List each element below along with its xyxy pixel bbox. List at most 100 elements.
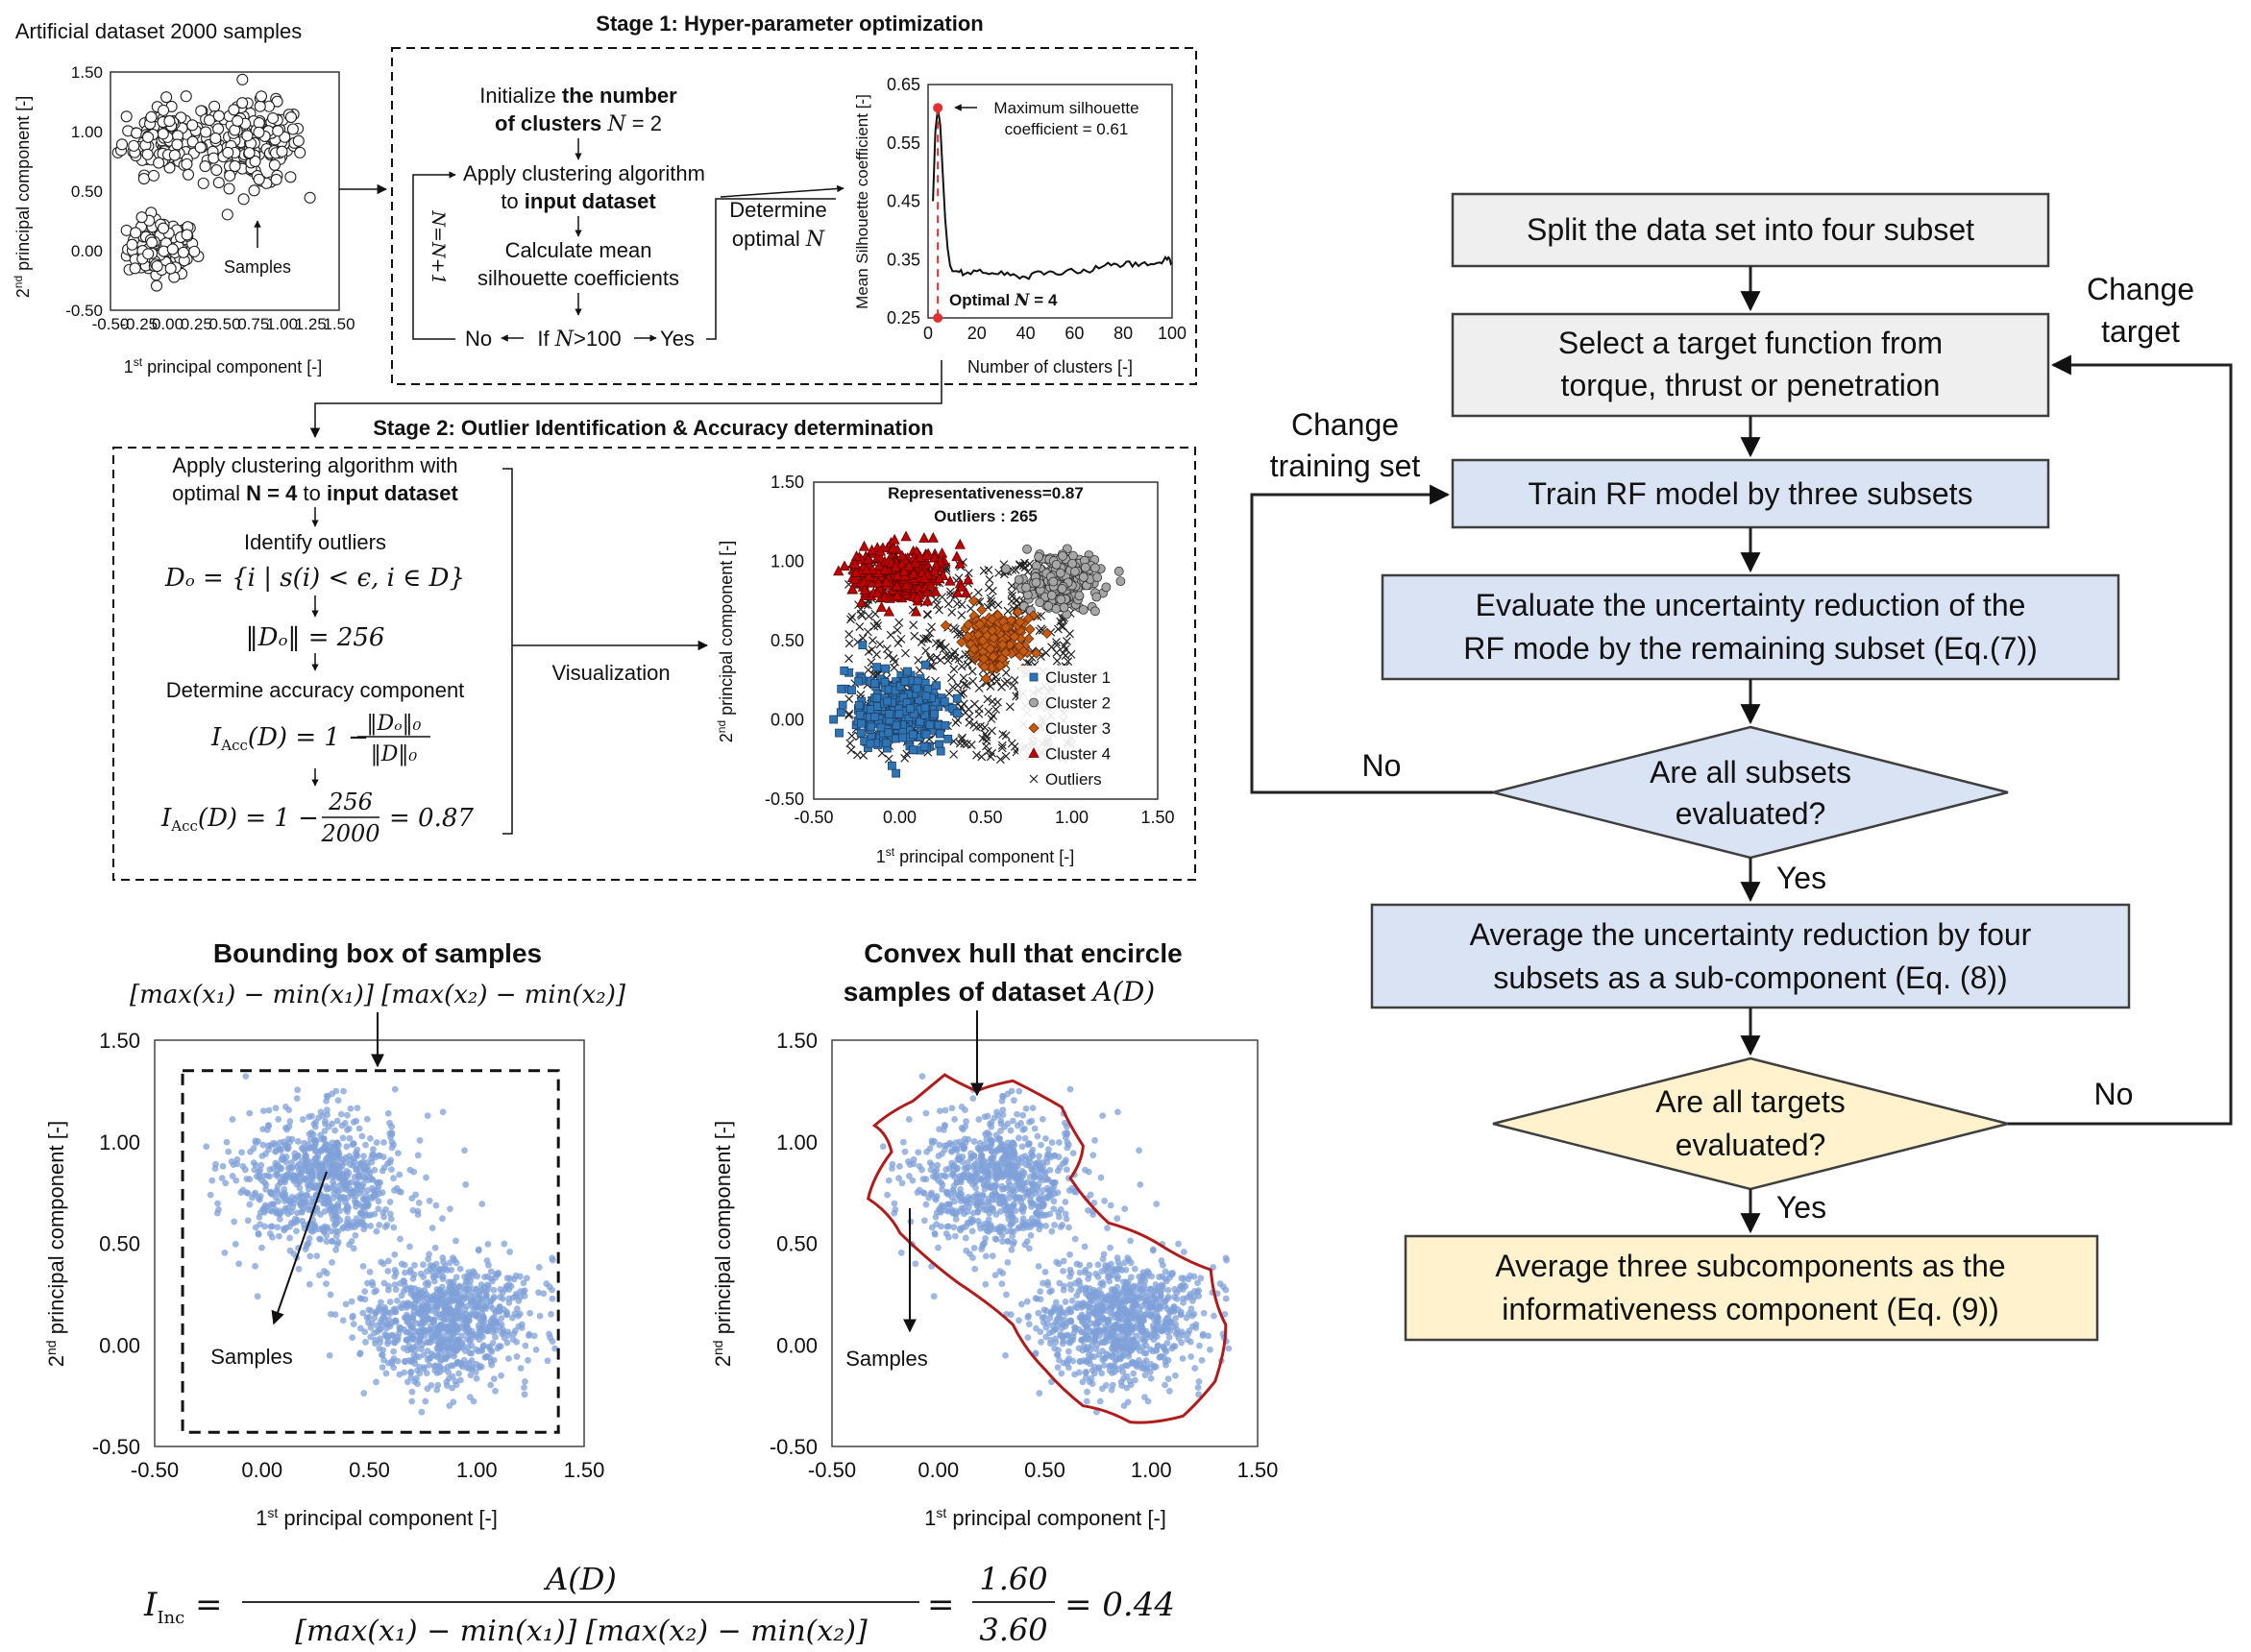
data-point — [212, 177, 225, 189]
sample-point — [1198, 1356, 1206, 1364]
sample-point — [1046, 1166, 1054, 1174]
sample-point — [492, 1333, 499, 1341]
data-point — [199, 160, 211, 173]
cluster-point — [839, 560, 850, 571]
sample-point — [418, 1288, 425, 1296]
outlier-point — [928, 662, 938, 671]
sample-point — [1045, 1151, 1053, 1158]
legend-label: Cluster 3 — [1045, 719, 1111, 738]
outlier-point — [1003, 677, 1012, 687]
sample-point — [938, 1178, 944, 1186]
outlier-point — [858, 634, 868, 643]
outlier-point — [971, 722, 981, 732]
outlier-point — [991, 705, 1001, 714]
data-point — [276, 145, 288, 158]
cluster-point — [858, 641, 868, 650]
sample-point — [535, 1264, 543, 1271]
stage1-determine-arrow — [720, 184, 844, 198]
sample-point — [408, 1388, 416, 1396]
sample-point — [490, 1375, 498, 1382]
sample-point — [1055, 1139, 1063, 1146]
sample-point — [439, 1215, 446, 1223]
outlier-point — [944, 689, 954, 698]
sample-point — [287, 1219, 295, 1227]
cluster-point — [936, 746, 945, 756]
sample-point — [375, 1198, 382, 1205]
cluster-point — [1067, 558, 1077, 569]
sample-point — [408, 1336, 416, 1343]
sample-point — [1037, 1288, 1044, 1296]
cluster-y-tick: -0.50 — [765, 790, 804, 809]
sample-point — [439, 1108, 447, 1116]
sample-point — [274, 1170, 281, 1178]
sample-point — [335, 1141, 342, 1149]
sample-point — [456, 1265, 464, 1273]
cluster-point — [1078, 604, 1089, 615]
outlier-point — [964, 569, 973, 578]
sample-point — [306, 1235, 313, 1242]
outlier-point — [890, 663, 899, 672]
sample-point — [305, 1167, 312, 1175]
sample-point — [930, 1293, 938, 1300]
data-point — [160, 91, 173, 104]
sample-point — [522, 1342, 529, 1349]
sample-point — [284, 1164, 292, 1172]
sample-point — [386, 1119, 393, 1127]
cluster-point — [829, 715, 839, 724]
cluster-point — [857, 718, 866, 728]
outlier-point — [889, 654, 898, 664]
sample-point — [341, 1120, 349, 1127]
outlier-point — [986, 594, 995, 603]
sample-point — [258, 1244, 265, 1251]
sample-point — [1089, 1152, 1097, 1159]
outlier-point — [855, 622, 865, 631]
outlier-point — [968, 676, 978, 686]
cluster-point — [1031, 577, 1041, 588]
sample-point — [203, 1143, 210, 1151]
outlier-point — [845, 615, 855, 624]
data-point — [237, 193, 250, 206]
sample-point — [1131, 1265, 1138, 1273]
sample-point — [1036, 1226, 1043, 1233]
sample-point — [376, 1222, 383, 1228]
sample-point — [347, 1105, 355, 1112]
sample-point — [331, 1127, 339, 1134]
outlier-point — [1041, 648, 1051, 658]
outlier-point — [886, 630, 895, 640]
sample-point — [407, 1323, 415, 1330]
outlier-point — [939, 644, 948, 654]
cluster-point — [1024, 623, 1036, 635]
outlier-point — [957, 610, 966, 620]
sample-point — [1054, 1167, 1062, 1175]
sample-point — [1004, 1258, 1012, 1266]
sample-point — [505, 1295, 513, 1302]
sample-point — [312, 1154, 320, 1162]
sample-point — [366, 1134, 374, 1142]
sample-point — [329, 1258, 335, 1266]
sample-point — [918, 1166, 925, 1174]
sample-point — [361, 1209, 369, 1217]
sample-point — [981, 1167, 989, 1175]
cluster-point — [836, 708, 845, 717]
sample-point — [961, 1174, 968, 1181]
cluster-point — [876, 722, 886, 732]
dataset-x-tick: 1.25 — [295, 315, 327, 333]
sample-point — [499, 1330, 506, 1338]
sample-point — [363, 1115, 371, 1123]
sample-point — [274, 1224, 281, 1231]
silhouette-y-tick: 0.25 — [887, 308, 920, 328]
sample-point — [1036, 1164, 1043, 1171]
sample-point — [468, 1289, 476, 1296]
cluster-x-label: 1st principal component [-] — [876, 845, 1074, 866]
bbox-x-tick: -0.50 — [131, 1458, 179, 1482]
legend-label: Outliers — [1045, 770, 1102, 789]
dataset-x-tick: 1.00 — [266, 315, 298, 333]
sample-point — [885, 1177, 893, 1184]
stage1-apply-line1: Apply clustering algorithm — [463, 161, 705, 185]
sample-point — [313, 1252, 321, 1259]
data-point — [129, 262, 141, 275]
sample-point — [317, 1235, 325, 1243]
sample-point — [1010, 1097, 1017, 1105]
bbox-plot-title: Bounding box of samples — [213, 938, 542, 968]
sample-point — [279, 1153, 286, 1160]
